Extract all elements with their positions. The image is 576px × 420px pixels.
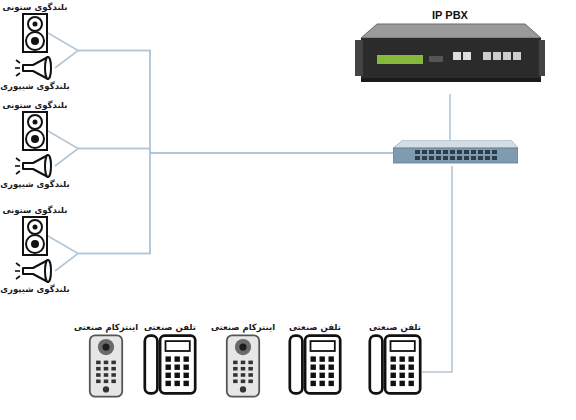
device-label: بلندگوی شیپوری [0, 179, 69, 190]
network-cable [55, 153, 393, 271]
device-label: تلفن صنعتی [144, 322, 196, 333]
industrial-phone-graphic [290, 336, 340, 394]
industrial-phone-icon [143, 333, 197, 396]
network-cable [55, 149, 393, 167]
ip-pbx-icon [355, 22, 545, 94]
device-label: بلندگوی ستونی [3, 205, 68, 216]
device-label: بلندگوی ستونی [3, 2, 68, 13]
device-label: اینترکام صنعتی [211, 322, 275, 333]
horn-speaker-icon [15, 153, 55, 179]
horn-speaker-icon [15, 55, 55, 81]
horn-speaker-graphic [15, 57, 51, 79]
industrial-intercom-graphic [90, 335, 122, 396]
industrial-phone-graphic [370, 336, 420, 394]
device-label: بلندگوی شیپوری [0, 284, 69, 295]
industrial-intercom: اینترکام صنعتی [84, 322, 128, 399]
network-switch-icon [393, 140, 518, 166]
device-title: IP PBX [432, 8, 468, 22]
horn-speaker-graphic [15, 260, 51, 282]
column-speaker-icon [22, 111, 48, 151]
industrial-intercom: اینترکام صنعتی [221, 322, 265, 399]
column-speaker: بلندگوی ستونی [5, 100, 65, 151]
industrial-intercom-icon [88, 333, 124, 399]
industrial-phone: تلفن صنعتی [287, 322, 343, 396]
horn-speaker: بلندگوی شیپوری [5, 258, 65, 295]
device-label: تلفن صنعتی [289, 322, 341, 333]
column-speaker: بلندگوی ستونی [5, 205, 65, 256]
industrial-phone: تلفن صنعتی [142, 322, 198, 396]
industrial-phone-icon [368, 333, 422, 396]
device-label: بلندگوی شیپوری [0, 81, 69, 92]
network-switch-graphic [393, 140, 518, 163]
horn-speaker: بلندگوی شیپوری [5, 153, 65, 190]
column-speaker: بلندگوی ستونی [5, 2, 65, 53]
industrial-intercom-icon [225, 333, 261, 399]
column-speaker-icon [22, 13, 48, 53]
device-label: تلفن صنعتی [369, 322, 421, 333]
network-switch [393, 140, 518, 166]
column-speaker-graphic [23, 14, 47, 52]
column-speaker-graphic [23, 217, 47, 255]
network-cable [55, 51, 393, 154]
horn-speaker: بلندگوی شیپوری [5, 55, 65, 92]
industrial-intercom-graphic [227, 335, 259, 396]
column-speaker-icon [22, 216, 48, 256]
industrial-phone: تلفن صنعتی [367, 322, 423, 396]
industrial-phone-icon [288, 333, 342, 396]
network-cable [422, 166, 452, 372]
network-cable [449, 94, 451, 140]
horn-speaker-icon [15, 258, 55, 284]
industrial-phone-graphic [145, 336, 195, 394]
network-cable [48, 153, 393, 254]
ip-pbx: IP PBX [355, 8, 545, 94]
column-speaker-graphic [23, 112, 47, 150]
device-label: اینترکام صنعتی [74, 322, 138, 333]
ip-pbx-graphic [355, 24, 545, 82]
network-cable [48, 131, 393, 153]
network-cable [48, 33, 393, 153]
horn-speaker-graphic [15, 155, 51, 177]
device-label: بلندگوی ستونی [3, 100, 68, 111]
